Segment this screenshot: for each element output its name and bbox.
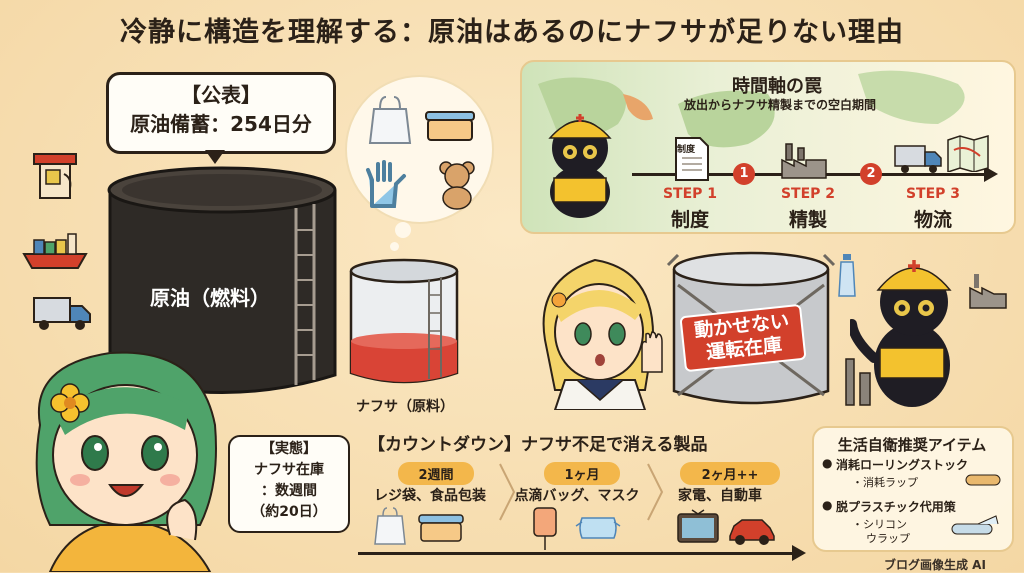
self-defense-title: 生活自衛推奨アイテム [837,436,987,454]
glove-icon [366,160,406,208]
silicone-wrap-icon [951,515,999,535]
countdown-products-1: レジ袋、食品包装 [374,488,486,504]
countdown-products-3: 家電、自動車 [678,488,762,504]
wrap-roll-icon [965,474,1001,486]
small-factory-icon [969,274,1007,309]
chevron-right-icon [499,463,516,521]
timeline-arrow-head [984,166,998,182]
timeline-title: 時間軸の罠 [732,76,822,97]
cargo-ship-icon [22,233,88,269]
naphtha-tank-label: ナフサ（原料） [356,399,454,415]
helmet-cat-pointing-character [850,260,952,407]
refinery-icon [845,358,871,406]
reality-line-4: （約20日） [251,504,327,520]
step-3-name: 物流 [913,209,952,231]
thought-dot-1 [395,222,411,238]
thought-dot-2 [390,242,399,251]
step-1-label: STEP 1 [662,186,718,202]
factory-icon [781,143,827,179]
self-defense-item-1: 消耗ローリングストック [836,458,969,472]
blonde-girl-hand [641,331,663,373]
reality-line-3: ：数週間 [261,483,317,499]
timeline-truck-icon [894,145,942,173]
reality-line-2: ナフサ在庫 [254,462,324,478]
crude-oil-tank [107,166,337,394]
countdown-period-2: 1ヶ月 [544,462,620,485]
mask-icon [575,517,621,539]
bullet-icon: ● [822,498,833,512]
iv-bag-icon [533,507,557,550]
blonde-girl-character [542,258,655,410]
green-hair-girl-character [35,351,217,572]
naphtha-tank [349,258,459,384]
plastic-bag-icon [374,507,406,545]
self-defense-item-2: 脱プラスチック代用策 [836,500,956,514]
map-icon [947,135,989,172]
timeline-subtitle: 放出からナフサ精製までの空白期間 [683,98,876,112]
countdown-period-1: 2週間 [398,462,474,485]
car-icon [729,519,775,545]
page-title: 冷静に構造を理解する：原油はあるのにナフサが足りない理由 [120,17,904,48]
countdown-arrow-line [358,552,796,555]
public-announcement-bubble: 【公表】 原油備蓄：254日分 [106,72,336,154]
step-3-label: STEP 3 [905,186,961,202]
reality-heading: 【実態】 [261,441,317,457]
countdown-arrow-head [792,545,806,561]
food-container-icon [418,514,464,542]
bullet-icon: ● [822,456,833,470]
crude-tank-label: 原油（燃料） [150,286,270,310]
self-defense-item-1-sub: ・消耗ラップ [852,476,918,489]
chevron-right-icon [647,463,664,521]
public-bubble-value: 原油備蓄：254日分 [130,112,312,136]
truck-icon [33,297,91,330]
plastic-bag-icon [368,96,412,144]
watermark: ブログ画像生成 AI [884,558,986,572]
tv-icon [677,509,719,543]
public-bubble-heading: 【公表】 [181,83,261,107]
reality-bubble: 【実態】 ナフサ在庫 ：数週間 （約20日） [228,435,350,533]
document-icon [675,137,709,181]
step-1-name: 制度 [670,209,709,231]
bottle-icon [838,254,856,297]
helmet-cat-character [548,114,612,218]
self-defense-item-2-sub: ・シリコン [852,518,907,531]
countdown-period-3: 2ヶ月++ [680,462,780,485]
teddy-bear-icon [439,161,475,210]
countdown-title: 【カウントダウン】ナフサ不足で消える製品 [368,435,708,455]
public-bubble-tail [205,150,225,164]
food-container-icon [425,111,475,141]
document-label: 制度 [677,145,696,155]
world-map-background [538,70,965,148]
step-2-label: STEP 2 [780,186,836,202]
step-2-name: 精製 [788,209,827,231]
flower-hair-clip [50,383,90,423]
gas-station-icon [33,153,77,199]
step-1-number: 1 [733,163,755,185]
step-2-number: 2 [860,163,882,185]
countdown-products-2: 点滴バッグ、マスク [514,488,640,504]
self-defense-item-2-sub2: ウラップ [866,532,910,545]
